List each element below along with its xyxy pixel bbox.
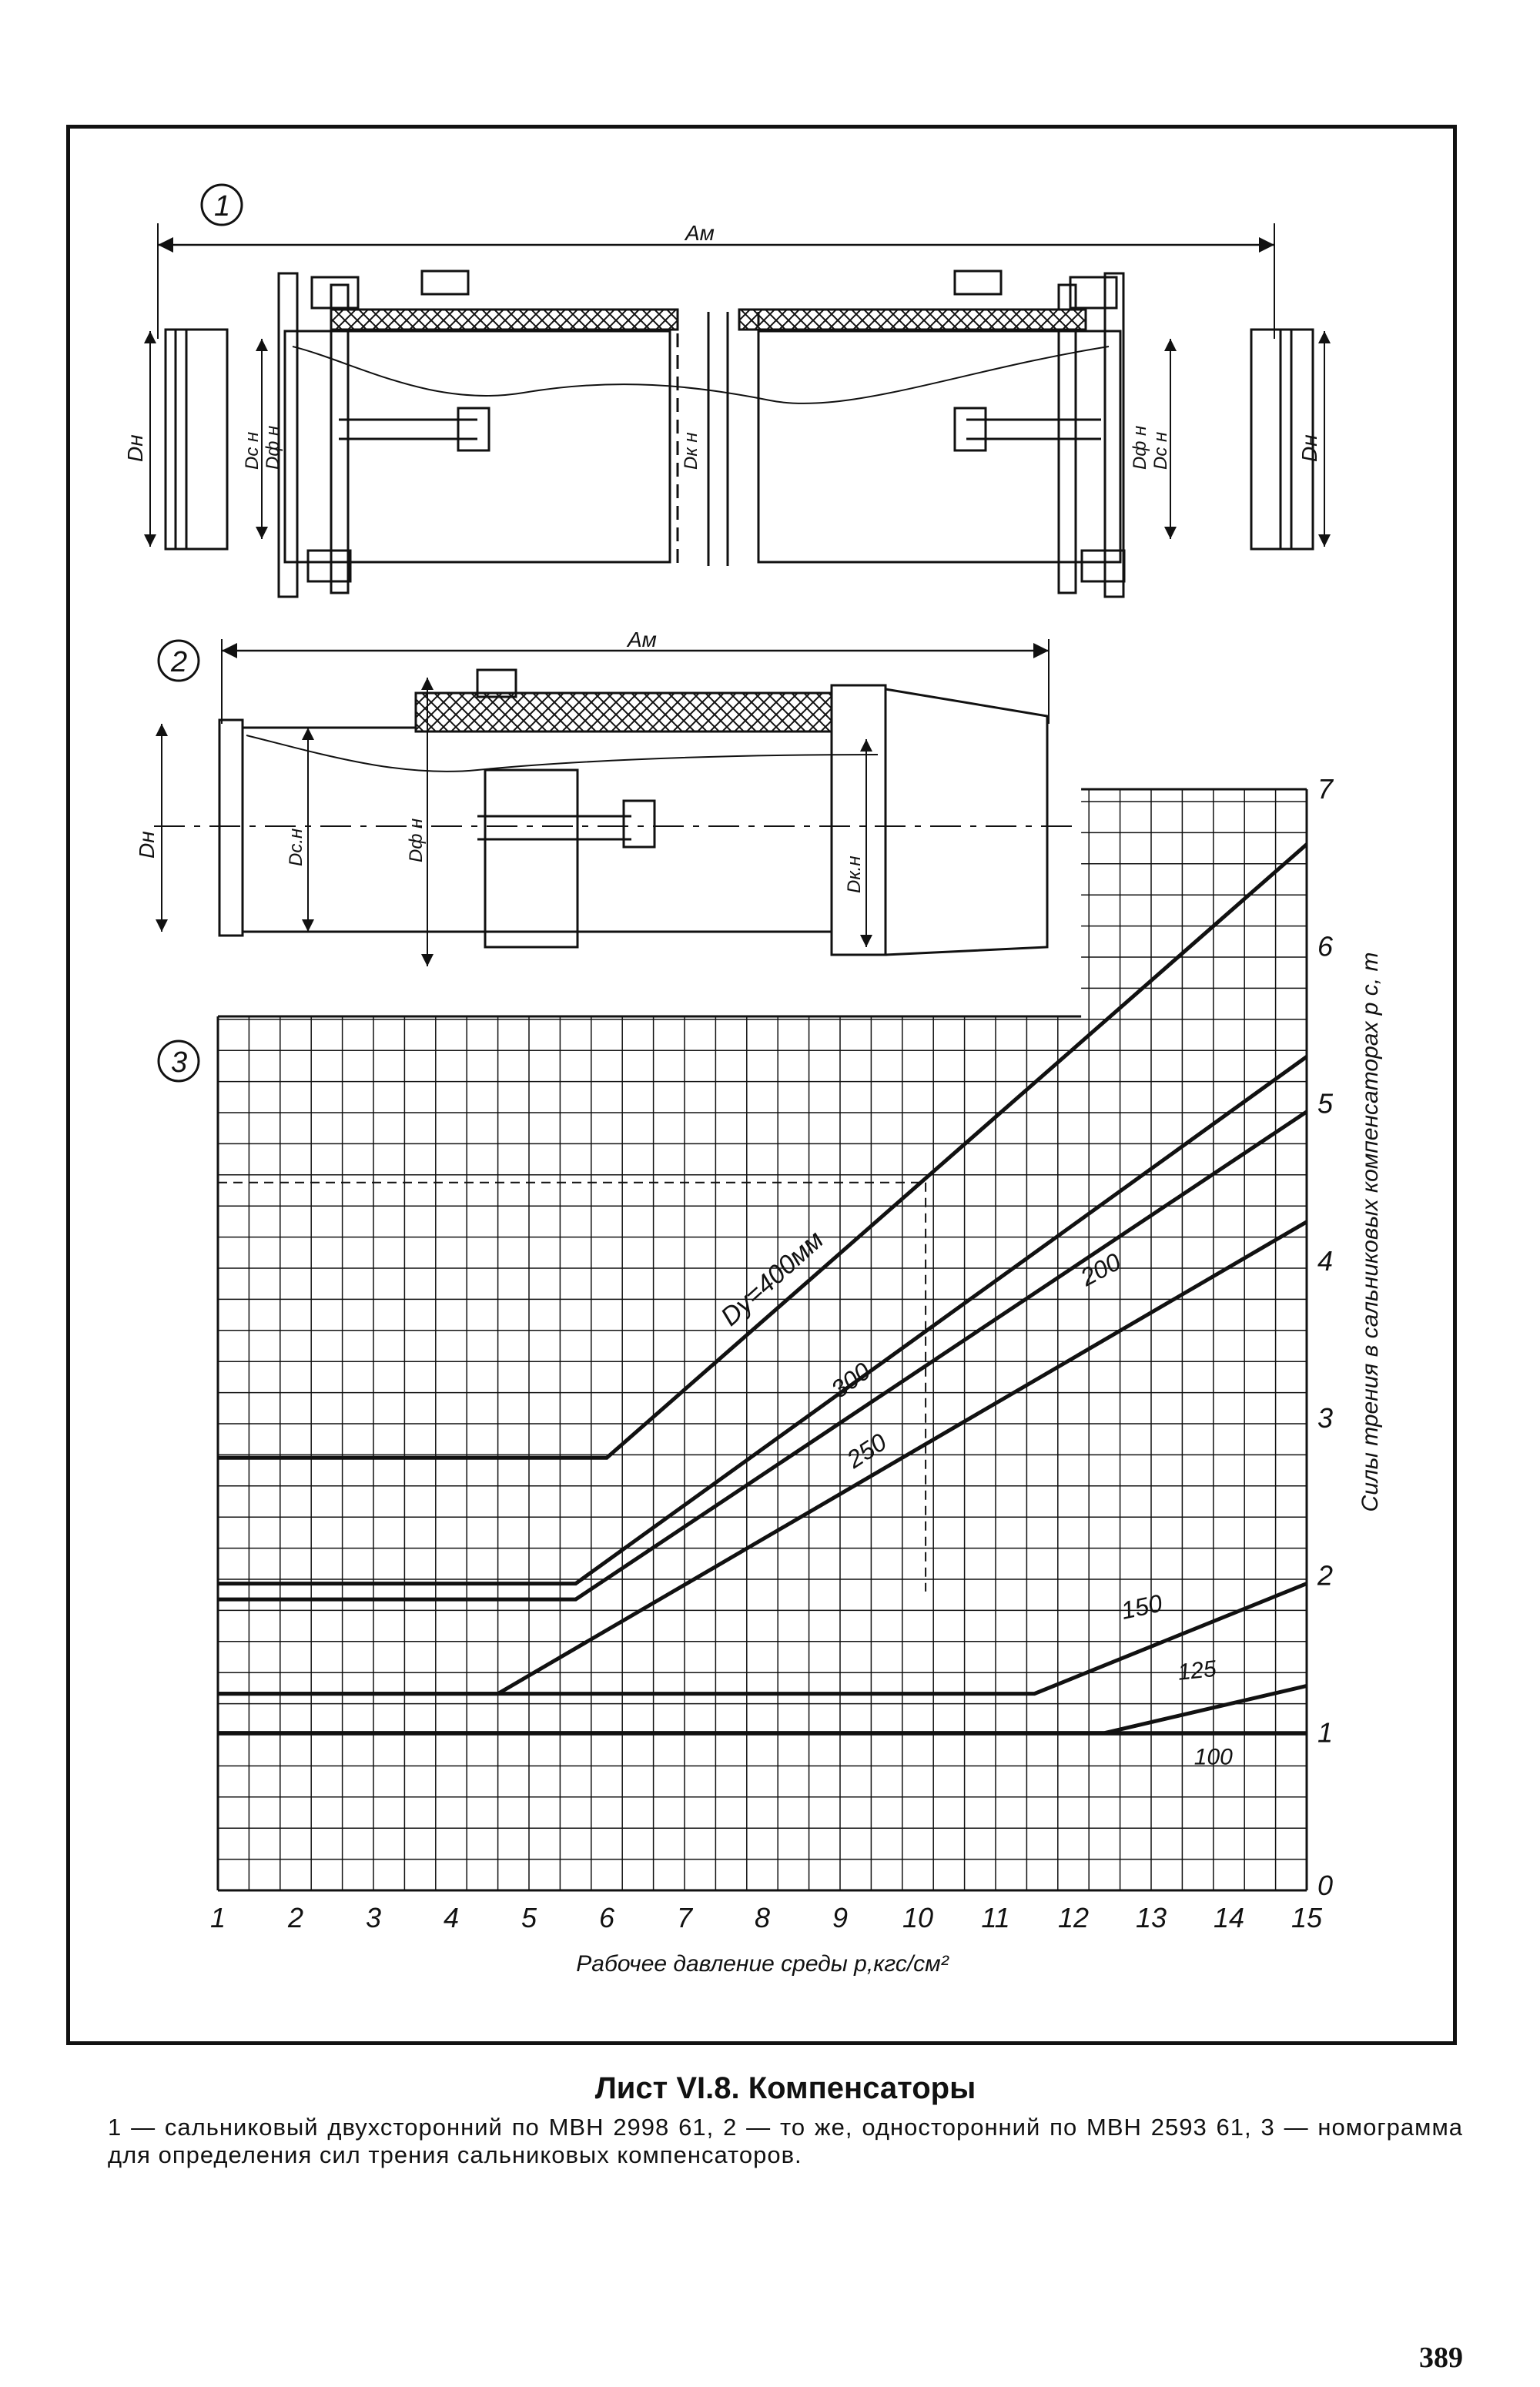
y-tick-labels: 0 1 2 3 4 5 6 7 (1317, 773, 1334, 1901)
dim-dn-2: Dн (135, 831, 159, 859)
x-tick-label: 11 (981, 1902, 1009, 1933)
x-tick-label: 8 (755, 1902, 770, 1933)
page-number: 389 (1419, 2342, 1463, 2374)
dim-dcn-2: Dс.н (286, 829, 306, 866)
chart-grid (216, 788, 1308, 1892)
figure-1-number: 1 (214, 190, 230, 223)
x-tick-label: 6 (599, 1902, 615, 1933)
dim-dcn-1-right: Dс н (1150, 432, 1171, 470)
x-tick-label: 14 (1214, 1902, 1244, 1933)
dim-dkn-1: Dк н (681, 432, 701, 470)
y-tick-label: 1 (1317, 1717, 1333, 1749)
figure-1-marker (200, 183, 243, 226)
y-axis-label: Силы трения в сальниковых компенсаторах … (1358, 952, 1383, 1512)
figure-3-number: 3 (171, 1046, 187, 1079)
series-label: 100 (1194, 1745, 1233, 1770)
dim-dcn-1-left: Dс н (242, 432, 263, 470)
figure-2-marker (157, 639, 200, 682)
y-tick-label: 5 (1317, 1088, 1334, 1120)
x-tick-label: 7 (677, 1902, 694, 1933)
y-tick-label: 3 (1317, 1402, 1333, 1434)
caption-text: 1 — сальниковый двухсторонний по МВН 299… (108, 2114, 1463, 2168)
x-tick-label: 13 (1136, 1902, 1167, 1933)
dim-dn-1-left: Dн (123, 434, 147, 462)
series-label: 150 (1119, 1589, 1165, 1625)
x-tick-label: 10 (902, 1902, 933, 1933)
x-axis-label: Рабочее давление среды p,кгс/см² (576, 1951, 949, 1977)
y-tick-label: 7 (1317, 773, 1334, 805)
series-line-2 (218, 1110, 1308, 1602)
x-tick-label: 5 (521, 1902, 537, 1933)
dim-dfn-2: Dф н (406, 819, 427, 862)
y-tick-label: 2 (1317, 1559, 1333, 1591)
x-tick-label: 9 (832, 1902, 848, 1933)
dim-dn-1-right: Dн (1297, 434, 1321, 462)
y-tick-label: 6 (1317, 930, 1334, 962)
x-tick-label: 15 (1291, 1902, 1323, 1933)
series-line-4 (218, 1582, 1307, 1696)
series-line-1 (218, 1055, 1308, 1586)
figure-3-marker (157, 1040, 200, 1083)
dim-am-2: Aм (626, 628, 657, 651)
figure-2-single-sided-compensator (154, 639, 1078, 966)
dim-dfn-1-left: Dф н (263, 426, 283, 470)
caption-block: Лист VI.8. Компенсаторы 1 — сальниковый … (108, 2071, 1463, 2169)
y-tick-label: 4 (1317, 1245, 1333, 1277)
technical-drawing: 1 Aм Dн Dс н Dф н Dк н Dф н Dс н Dн 2 Aм… (123, 183, 1383, 1977)
figure-1-double-sided-compensator (144, 183, 1331, 598)
figure-2-number: 2 (170, 646, 187, 678)
y-tick-label: 0 (1317, 1870, 1333, 1901)
dim-dkn-2: Dк.н (844, 855, 865, 893)
sheet-frame (66, 125, 1457, 2045)
x-tick-label: 1 (210, 1902, 226, 1933)
chart-series (218, 842, 1308, 1736)
series-label: 125 (1177, 1656, 1218, 1686)
x-tick-label: 2 (287, 1902, 303, 1933)
x-tick-label: 3 (366, 1902, 381, 1933)
series-label: 200 (1075, 1247, 1125, 1291)
x-tick-label: 12 (1058, 1902, 1089, 1933)
caption-title: Лист VI.8. Компенсаторы (594, 2071, 976, 2105)
dim-dfn-1-right: Dф н (1130, 426, 1150, 470)
dim-am-1: Aм (684, 221, 715, 245)
series-line-0 (218, 842, 1308, 1460)
x-tick-label: 4 (444, 1902, 459, 1933)
